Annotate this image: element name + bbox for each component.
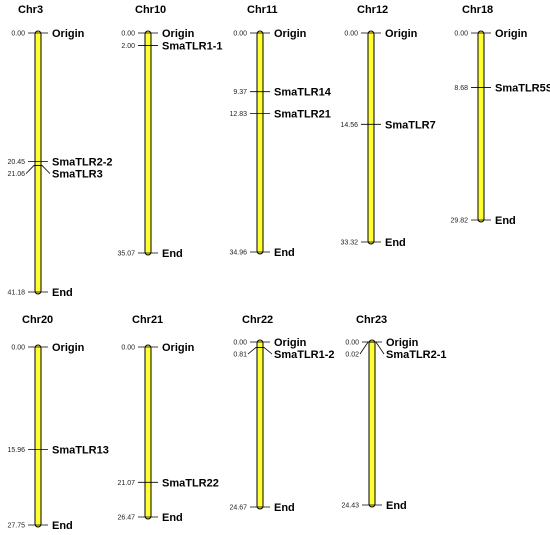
chr23-title: Chr23	[356, 314, 387, 326]
chr18-end-position: 29.82	[450, 218, 468, 225]
chr11-title: Chr11	[247, 4, 278, 16]
chr3-smatlr2-2-label: SmaTLR2-2	[52, 157, 113, 169]
chr12-bar	[367, 30, 375, 245]
chr20-end-position: 27.75	[7, 523, 25, 530]
chr3-smatlr3-position: 21.06	[7, 171, 25, 178]
chr11-smatlr14-label: SmaTLR14	[274, 87, 332, 99]
chr22-origin-label: Origin	[274, 337, 307, 349]
chr23-bar	[368, 339, 376, 508]
chr20-bar	[34, 344, 42, 528]
chr11-smatlr21-position: 12.83	[229, 111, 247, 118]
chr12-smatlr7-position: 14.56	[340, 122, 358, 129]
chr18-title: Chr18	[462, 4, 493, 16]
chr22-end-position: 24.67	[229, 505, 247, 512]
chr10-origin-position: 0.00	[121, 31, 135, 38]
chr10-smatlr1-1-position: 2.00	[121, 43, 135, 50]
chr18-origin-label: Origin	[495, 28, 528, 40]
chr21-end-position: 26.47	[117, 515, 135, 522]
chr18-smatlr5s-position: 8.68	[454, 85, 468, 92]
chr11-origin-position: 0.00	[233, 31, 247, 38]
chr10-end-label: End	[162, 248, 183, 260]
chr18-origin-position: 0.00	[454, 31, 468, 38]
chr21-smatlr22-label: SmaTLR22	[162, 477, 219, 489]
chr12-end-label: End	[385, 237, 406, 249]
chr11-smatlr21-label: SmaTLR21	[274, 108, 331, 120]
chr11-bar	[256, 30, 264, 255]
chr10-title: Chr10	[135, 4, 166, 16]
chr20-origin-position: 0.00	[11, 345, 25, 352]
chr11-end-position: 34.96	[229, 250, 247, 257]
chr22-bar	[256, 339, 264, 510]
chr3-origin-label: Origin	[52, 28, 85, 40]
chr3-end-label: End	[52, 287, 73, 299]
chr22-title: Chr22	[242, 314, 273, 326]
chr23-end-position: 24.43	[341, 503, 359, 510]
chr12-end-position: 33.32	[340, 240, 358, 247]
chr21-end-label: End	[162, 512, 183, 524]
chr12-smatlr7-label: SmaTLR7	[385, 119, 436, 131]
chr23-smatlr2-1-position: 0.02	[345, 352, 359, 359]
chr18-end-label: End	[495, 215, 516, 227]
chr11-smatlr14-position: 9.37	[233, 89, 247, 96]
chr12-origin-position: 0.00	[344, 31, 358, 38]
chr3-title: Chr3	[18, 4, 43, 16]
chr23-smatlr2-1-label: SmaTLR2-1	[386, 349, 447, 361]
chr23-origin-label: Origin	[386, 337, 419, 349]
chr22-smatlr1-2-label: SmaTLR1-2	[274, 349, 335, 361]
chr18-bar	[477, 30, 485, 223]
chr12-title: Chr12	[357, 4, 388, 16]
chr20-title: Chr20	[22, 314, 53, 326]
chr11-end-label: End	[274, 247, 295, 259]
chr23-smatlr2-1-tick	[359, 341, 385, 355]
chr20-end-label: End	[52, 520, 73, 532]
chr3-origin-position: 0.00	[11, 31, 25, 38]
chr20-smatlr13-label: SmaTLR13	[52, 444, 109, 456]
chr3-smatlr2-2-position: 20.45	[7, 159, 25, 166]
chr22-smatlr1-2-position: 0.81	[233, 352, 247, 359]
chr10-bar	[144, 30, 152, 256]
chr22-end-label: End	[274, 502, 295, 514]
chr21-bar	[144, 344, 152, 520]
chr10-smatlr1-1-label: SmaTLR1-1	[162, 41, 223, 53]
chr21-smatlr22-position: 21.07	[117, 480, 135, 487]
chr3-end-position: 41.18	[7, 290, 25, 297]
chr12-origin-label: Origin	[385, 28, 418, 40]
chr10-end-position: 35.07	[117, 251, 135, 258]
chr20-origin-label: Origin	[52, 342, 85, 354]
chr23-end-label: End	[386, 500, 407, 512]
chr3-smatlr3-tick	[25, 165, 51, 174]
chr22-origin-position: 0.00	[233, 340, 247, 347]
chr3-smatlr3-label: SmaTLR3	[52, 169, 103, 181]
chr21-origin-label: Origin	[162, 342, 195, 354]
chr20-smatlr13-position: 15.96	[7, 447, 25, 454]
chr21-title: Chr21	[132, 314, 163, 326]
chr22-smatlr1-2-tick	[247, 347, 273, 355]
chr3-bar	[34, 30, 42, 295]
chr21-origin-position: 0.00	[121, 345, 135, 352]
chr18-smatlr5s-label: SmaTLR5S	[495, 82, 550, 94]
chr23-origin-position: 0.00	[345, 340, 359, 347]
chr11-origin-label: Origin	[274, 28, 307, 40]
chr10-origin-label: Origin	[162, 28, 195, 40]
